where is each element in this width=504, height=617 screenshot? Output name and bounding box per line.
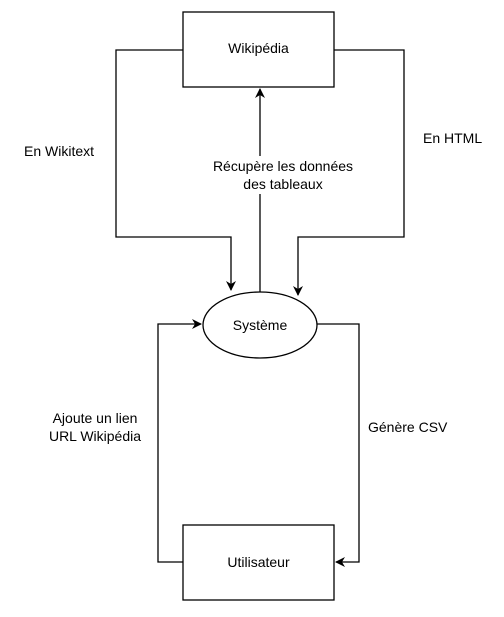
edge-label-ajoute-line2: URL Wikipédia xyxy=(48,428,142,444)
edge-label-recupere: Récupère les données des tableaux xyxy=(196,157,370,193)
edge-label-ajoute-line1: Ajoute un lien xyxy=(52,410,138,426)
wikipedia-node-box xyxy=(182,11,335,88)
edge-html xyxy=(293,49,405,296)
edge-genere xyxy=(317,323,360,567)
edge-label-genere: Génère CSV xyxy=(368,419,448,435)
edge-label-recupere-line2: des tableaux xyxy=(243,176,323,192)
node-utilisateur-label: Utilisateur xyxy=(227,554,290,570)
utilisateur-node-box xyxy=(182,524,335,601)
edge-label-ajoute: Ajoute un lien URL Wikipédia xyxy=(40,409,150,445)
node-systeme-label: Système xyxy=(232,317,288,333)
edge-label-recupere-line1: Récupère les données xyxy=(212,158,354,174)
edge-ajoute xyxy=(157,319,202,563)
edge-wikitext xyxy=(115,49,236,291)
edge-label-wikitext: En Wikitext xyxy=(24,143,95,159)
node-wikipedia-label: Wikipédia xyxy=(228,40,289,56)
edge-label-html: En HTML xyxy=(423,130,483,146)
label-bg-recupere xyxy=(200,156,366,194)
